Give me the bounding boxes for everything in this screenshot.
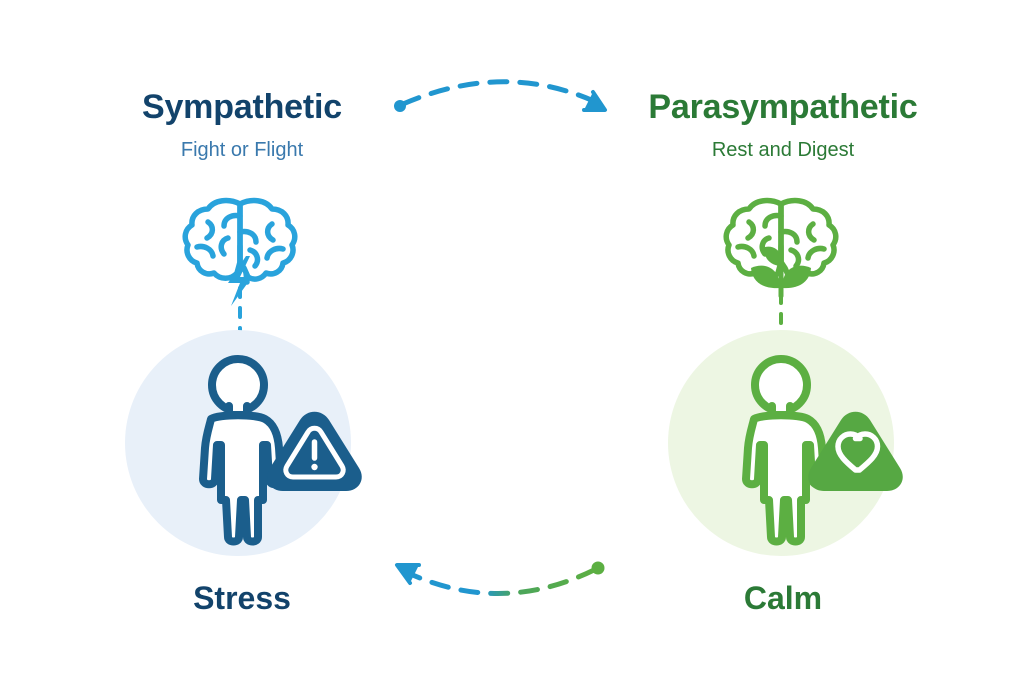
parasympathetic-circle-backdrop — [668, 330, 894, 556]
sprout-leaf-right-icon — [783, 265, 811, 289]
sympathetic-subtitle: Fight or Flight — [180, 139, 304, 161]
sprout-leaf-left-icon — [751, 265, 779, 289]
warning-triangle-icon — [267, 411, 362, 491]
warning-triangle-inner-outline — [283, 425, 346, 480]
person-figure-icon-stress — [199, 355, 285, 546]
heart-triangle-shape — [808, 411, 903, 491]
arc-bottom-start-dot — [591, 561, 605, 575]
stress-label: Stress — [193, 580, 291, 616]
lightning-bolt-icon — [228, 256, 252, 306]
brain-sprout-icon — [723, 197, 839, 299]
heart-triangle-icon — [808, 411, 903, 491]
warning-triangle-shape — [267, 411, 362, 491]
sympathetic-title: Sympathetic — [142, 88, 342, 126]
person-figure-icon-calm — [742, 355, 828, 546]
sympathetic-illustration — [125, 197, 362, 556]
parasympathetic-illustration — [668, 197, 903, 556]
heart-outline-icon — [835, 431, 881, 473]
parasympathetic-title: Parasympathetic — [648, 88, 918, 126]
parasympathetic-subtitle: Rest and Digest — [711, 139, 855, 161]
brain-lightning-icon — [182, 197, 298, 306]
parasympathetic-heading-group: Parasympathetic Rest and Digest — [573, 86, 993, 164]
calm-label: Calm — [743, 580, 823, 616]
sympathetic-heading-group: Sympathetic Fight or Flight — [32, 86, 452, 164]
sympathetic-circle-backdrop — [125, 330, 351, 556]
exclamation-dot-icon — [311, 463, 318, 471]
sprout-leaf-top-icon — [764, 246, 782, 266]
heart-helper — [856, 439, 872, 452]
